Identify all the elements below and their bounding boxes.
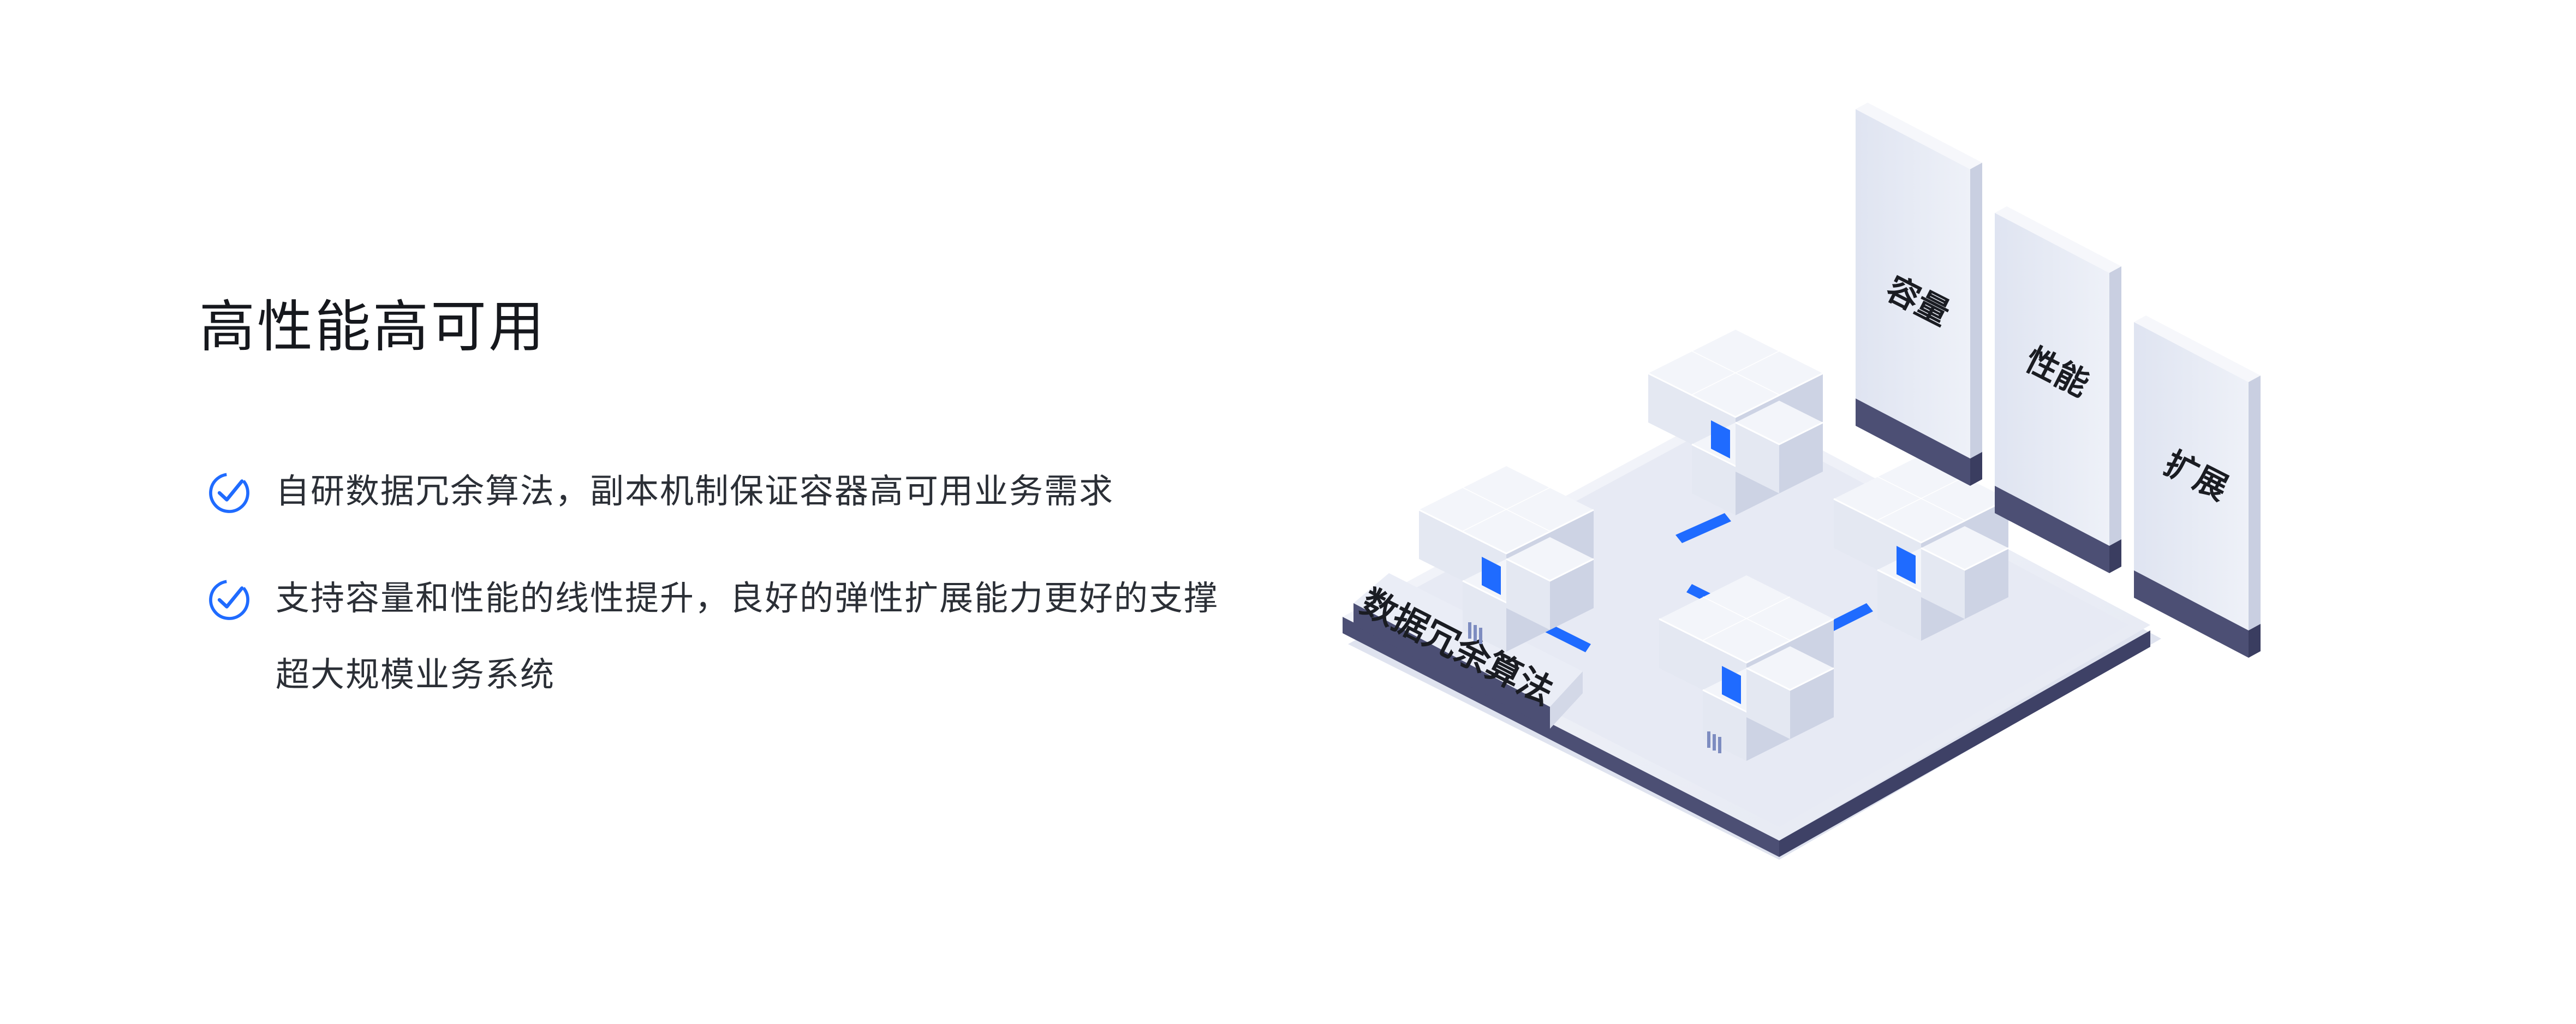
label-slab-top <box>1353 573 1583 707</box>
isometric-illustration: 数据冗余算法 <box>1343 93 2303 966</box>
section-title: 高性能高可用 <box>199 295 546 360</box>
cube-cluster-left <box>1418 465 1595 653</box>
check-circle-icon <box>209 473 249 513</box>
panel-scaling: 扩展 <box>2134 315 2261 658</box>
cube-cluster-right <box>1833 454 2009 642</box>
base-side-right <box>1779 630 2150 857</box>
feature-text: 自研数据冗余算法，副本机制保证容器高可用业务需求 <box>276 471 1114 511</box>
label-slab-side <box>1550 671 1583 729</box>
feature-section: 高性能高可用 自研数据冗余算法，副本机制保证容器高可用业务需求 支持容量和性能的… <box>199 289 1291 749</box>
feature-item: 自研数据冗余算法，副本机制保证容器高可用业务需求 <box>199 459 1291 524</box>
feature-text: 支持容量和性能的线性提升，良好的弹性扩展能力更好的支撑 <box>276 578 1219 618</box>
illustration-svg: 数据冗余算法 <box>1343 103 2261 860</box>
check-circle-icon <box>209 580 249 620</box>
cube-cluster-bottom <box>1658 574 1835 762</box>
label-slab-front <box>1353 603 1550 729</box>
panel-capacity: 容量 <box>1856 103 1982 486</box>
feature-item: 支持容量和性能的线性提升，良好的弹性扩展能力更好的支撑 超大规模业务系统 <box>199 565 1291 707</box>
cube-cluster-top <box>1647 329 1824 516</box>
panel-performance: 性能 <box>1995 206 2121 573</box>
feature-text-continued: 超大规模业务系统 <box>276 654 556 694</box>
